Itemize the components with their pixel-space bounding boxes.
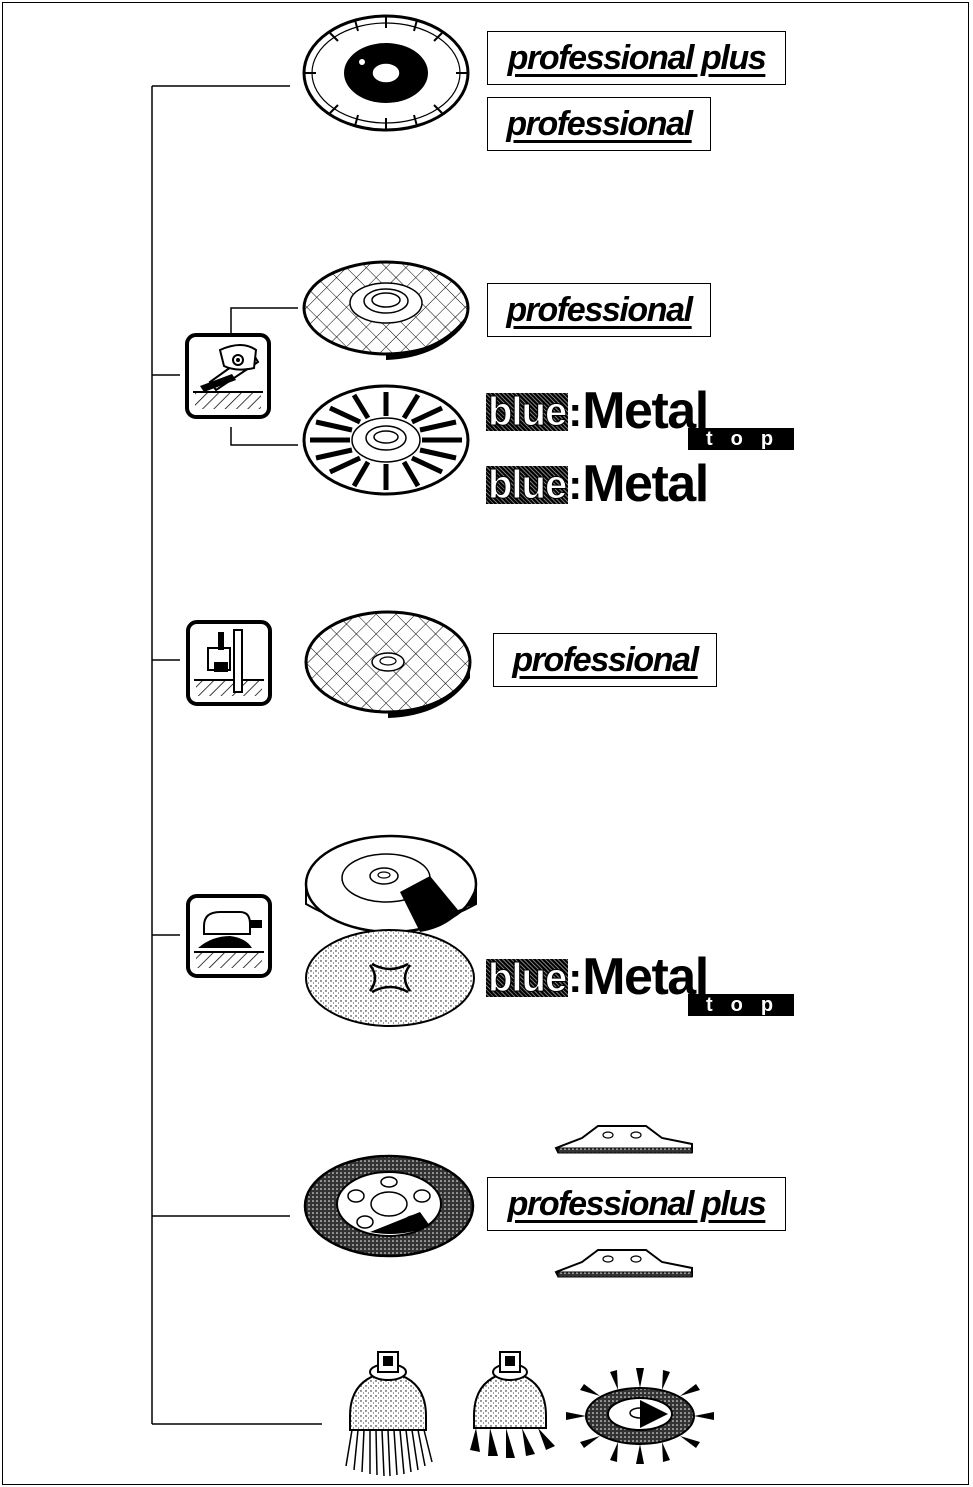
cup-wheel-profile-top: [554, 1125, 693, 1154]
label-professional-plus-1: professional plus: [487, 31, 786, 85]
brand-bluemetal-1: blue:Metal: [486, 455, 709, 513]
brand-sep: :: [568, 461, 583, 508]
wheel-brush-knotted: [566, 1368, 714, 1464]
label-text: professional plus: [507, 38, 767, 77]
cup-wheel-profile-bottom: [554, 1249, 693, 1278]
brand-blue: blue: [486, 390, 569, 434]
brand-bluemetal-top-2: blue:Metal: [486, 948, 709, 1006]
cut-off-saw-icon: [186, 620, 272, 706]
label-professional-3: professional: [493, 633, 717, 687]
backing-pad: [304, 834, 478, 934]
brand-metal: Metal: [582, 455, 709, 513]
sanding-disc: [305, 929, 475, 1027]
brand-top-tier-1: top: [688, 428, 794, 450]
flap-disc: [302, 384, 470, 496]
label-text: professional plus: [507, 1184, 767, 1223]
cup-brush-knotted: [470, 1351, 555, 1458]
brand-sep: :: [568, 388, 583, 435]
diamond-blade: [302, 14, 470, 132]
cutting-disc: [302, 260, 470, 360]
sander-icon: [186, 894, 272, 978]
label-professional-2: professional: [487, 283, 711, 337]
label-text: professional: [506, 290, 693, 329]
brand-sep: :: [568, 954, 583, 1001]
brand-metal: Metal: [582, 948, 709, 1006]
label-professional-1: professional: [487, 97, 711, 151]
angle-grinder-icon: [185, 333, 271, 419]
brand-blue: blue: [486, 956, 569, 1000]
label-professional-plus-2: professional plus: [487, 1177, 786, 1231]
label-text: professional: [512, 640, 699, 679]
brand-top-tier-2: top: [688, 994, 794, 1016]
cup-wheel: [303, 1154, 475, 1258]
label-text: professional: [506, 104, 693, 143]
brand-blue: blue: [486, 463, 569, 507]
grinding-disc: [304, 610, 472, 718]
brand-metal: Metal: [582, 382, 709, 440]
cup-brush-crimped: [345, 1351, 433, 1477]
tree-connector: [151, 85, 322, 1425]
brand-bluemetal-top-1: blue:Metal: [486, 382, 709, 440]
